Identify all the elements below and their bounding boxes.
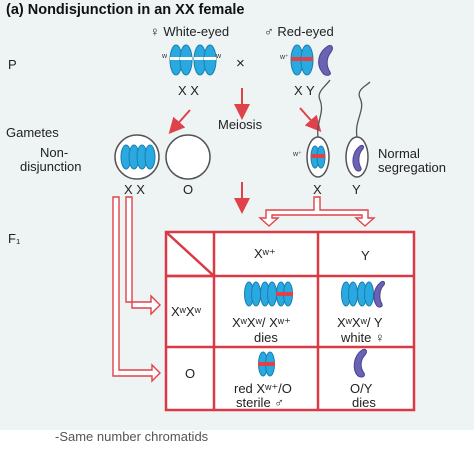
female-gamete-1-label: X X xyxy=(124,182,145,197)
diagram-title: (a) Nondisjunction in an XX female xyxy=(6,2,245,18)
male-gamete-y-sperm xyxy=(345,81,371,178)
cross-symbol: × xyxy=(236,55,245,72)
cell-11-outcome: dies xyxy=(254,330,278,345)
parent-female-chromosomes xyxy=(169,44,217,76)
cell-21-outcome: sterile ♂ xyxy=(236,395,285,410)
diagram-artwork xyxy=(112,44,416,412)
f1-row-header-1: XʷXʷ xyxy=(171,304,201,319)
nondisjunction-label-2: disjunction xyxy=(20,159,82,174)
cell-21-genotype: red Xʷ⁺/O xyxy=(234,381,292,396)
gametes-row-label: Gametes xyxy=(6,125,59,140)
arrow-female-to-gametes xyxy=(168,109,191,134)
arrow-male-to-gametes xyxy=(299,107,322,132)
punnett-grid xyxy=(164,230,416,412)
male-allele: w⁺ xyxy=(280,54,289,61)
cell-12-genotype: XʷXʷ/ Y xyxy=(337,315,383,330)
cell-21-chromosomes xyxy=(258,351,275,377)
normal-label-2: segregation xyxy=(378,160,446,175)
parent-male-chromosomes xyxy=(290,44,333,76)
f1-col-header-1: Xʷ⁺ xyxy=(254,246,276,261)
caption-text: -Same number chromatids xyxy=(55,429,209,444)
male-sperm-allele: w⁺ xyxy=(293,151,302,158)
f1-col-header-2: Y xyxy=(361,248,370,263)
male-gametes-to-columns-arrow xyxy=(258,196,376,227)
p-generation-label: P xyxy=(8,57,17,72)
female-gamete-xx xyxy=(114,134,160,180)
male-gamete-1-label: X xyxy=(313,182,322,197)
caption-bar: -Same number chromatids xyxy=(0,429,474,455)
cell-12-outcome: white ♀ xyxy=(341,330,385,345)
female-allele-left: w xyxy=(162,53,168,60)
male-gamete-2-label: Y xyxy=(352,182,361,197)
nondisjunction-label-1: Non- xyxy=(40,145,69,160)
male-parent-label: ♂ Red-eyed xyxy=(264,24,334,39)
f1-generation-label: F₁ xyxy=(8,231,21,246)
cell-11-genotype: XʷXʷ/ Xʷ⁺ xyxy=(232,315,291,330)
female-gamete-o xyxy=(165,134,211,180)
cell-22-outcome: dies xyxy=(352,395,376,410)
male-genotype: X Y xyxy=(294,83,315,98)
female-parent-label: ♀ White-eyed xyxy=(150,24,230,39)
female-gamete-2-label: O xyxy=(183,182,194,197)
cell-12-chromosomes xyxy=(341,280,385,308)
cell-22-chromosomes xyxy=(353,348,367,378)
normal-label-1: Normal xyxy=(378,146,420,161)
f1-row-header-2: O xyxy=(185,366,196,381)
female-allele-right: w xyxy=(216,53,222,60)
cell-11-chromosomes xyxy=(244,281,293,307)
meiosis-label: Meiosis xyxy=(218,117,263,132)
diagram-canvas: (a) Nondisjunction in an XX female P ♀ W… xyxy=(0,0,474,430)
male-gamete-x-sperm xyxy=(306,79,331,178)
female-genotype: X X xyxy=(178,83,199,98)
cell-22-genotype: O/Y xyxy=(350,381,373,396)
female-gametes-to-rows-arrow xyxy=(112,196,161,383)
